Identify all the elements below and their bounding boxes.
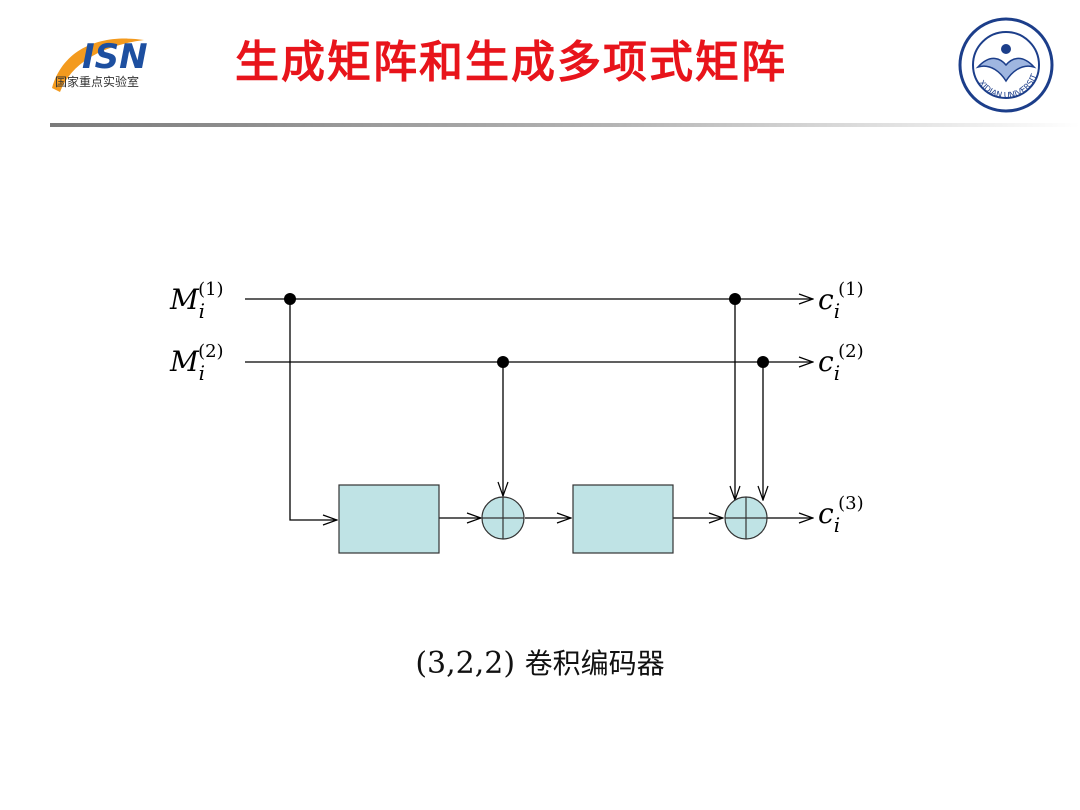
- mod2-adder-1: [481, 496, 525, 540]
- caption-label: 卷积编码器: [524, 647, 665, 680]
- input-label-1: Mi(1): [169, 279, 224, 323]
- input-label-2: Mi(2): [169, 341, 224, 385]
- lab-name: 国家重点实验室: [55, 75, 140, 89]
- shift-register-1: [338, 484, 440, 554]
- output-label-2: ci(2): [818, 341, 864, 385]
- output-label-3: ci(3): [818, 493, 864, 537]
- isn-lab-logo: ISN: [44, 26, 184, 106]
- mod2-adder-2: [724, 496, 768, 540]
- university-seal-icon: XIDIAN UNIVERSITY: [953, 8, 1056, 115]
- output-label-1: ci(1): [818, 279, 864, 323]
- branch-to-register-1: [289, 299, 337, 520]
- junction-dot: [757, 356, 769, 368]
- junction-dot: [497, 356, 509, 368]
- isn-logo-graphic: ISN: [52, 37, 148, 92]
- caption-params: (3,2,2): [415, 646, 516, 681]
- junction-dot: [284, 293, 296, 305]
- diagram-caption: (3,2,2) 卷积编码器: [0, 642, 1080, 682]
- junction-dot: [729, 293, 741, 305]
- page-title: 生成矩阵和生成多项式矩阵: [235, 37, 787, 88]
- header-divider: [50, 123, 1080, 127]
- shift-register-2: [572, 484, 674, 554]
- isn-brand-text: ISN: [82, 37, 148, 77]
